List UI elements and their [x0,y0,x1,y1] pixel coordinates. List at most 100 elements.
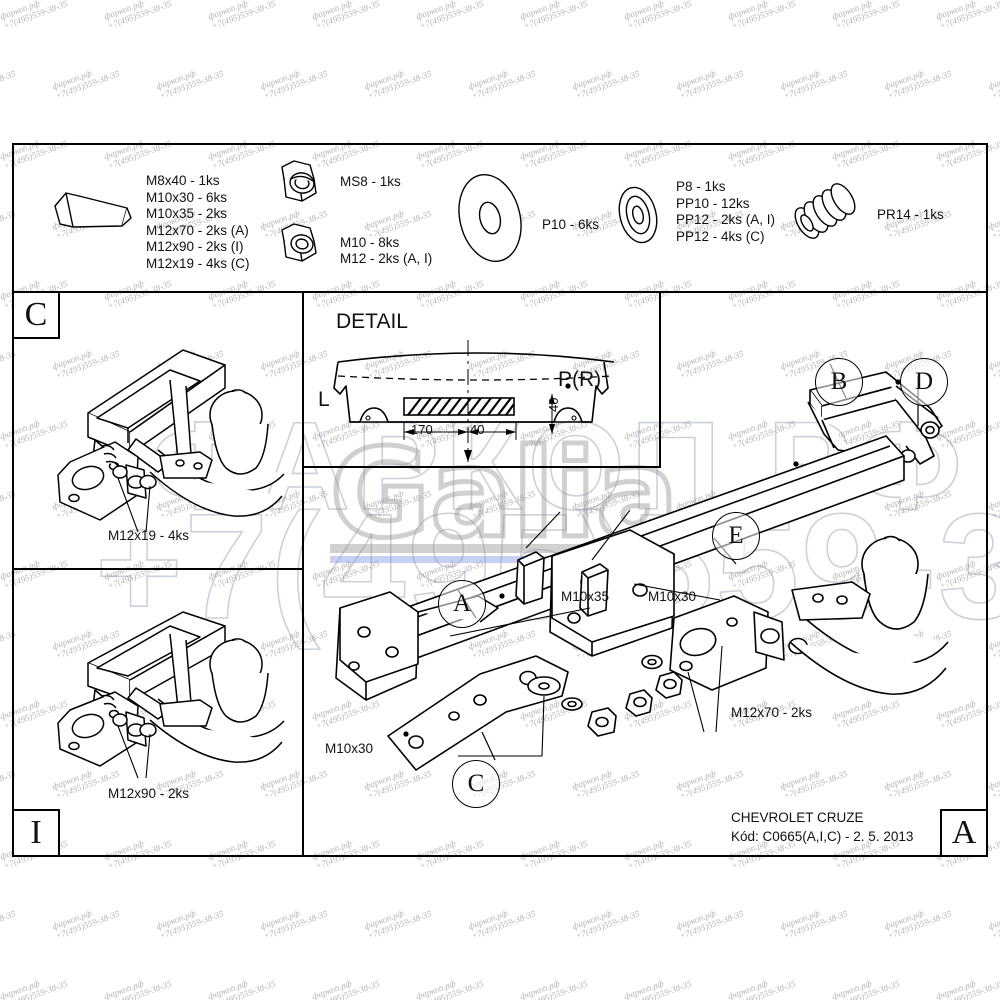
detail-dim-40-horizontal: 40 [470,422,485,437]
main-towbar-assembly-drawing [335,371,949,771]
watermark-tile: фаркоп.рф+7(495)559-38-35 [466,67,537,101]
bolt-line-5: M12x90 - 2ks (I) [146,239,244,254]
watermark-tile: фаркоп.рф+7(495)559-38-35 [986,207,1000,241]
drawing-frame [12,143,988,857]
washer-p10-label: P10 - 6ks [542,216,600,232]
watermark-tile: фаркоп.рф+7(495)559-38-35 [622,0,693,31]
vertical-divider [302,291,304,857]
hex-nut-icon [281,223,317,262]
watermark-tile: фаркоп.рф+7(495)559-38-35 [0,977,69,1000]
washer-pp12-c-label: PP12 - 4ks (C) [676,228,765,244]
callout-d: D [900,358,948,406]
detail-box-bottom-divider [302,466,661,468]
nut-m12-label: M12 - 2ks (A, I) [340,251,433,266]
watermark-tile: фаркоп.рф+7(495)559-38-35 [310,977,381,1000]
spring-pr14-label: PR14 - 1ks [877,206,944,222]
watermark-tile: фаркоп.рф+7(495)559-38-35 [206,977,277,1000]
watermark-tile: фаркоп.рф+7(495)559-38-35 [0,0,69,31]
watermark-tile: фаркоп.рф+7(495)559-38-35 [414,0,485,31]
watermark-tile: фаркоп.рф+7(495)559-38-35 [102,0,173,31]
watermark-tile: фаркоп.рф+7(495)559-38-35 [934,0,1000,31]
bolt-line-1: M8x40 - 1ks [146,173,220,188]
part-small-washer: P8 - 1ks PP10 - 12ks PP12 - 2ks (A, I) P… [612,179,775,250]
detail-bumper-drawing [333,340,615,462]
towbar-assembly-i-drawing [57,611,285,779]
watermark-tile: фаркоп.рф+7(495)559-38-35 [986,347,1000,381]
watermark-tile: фаркоп.рф+7(495)559-38-35 [986,767,1000,801]
large-washer-icon [458,173,522,263]
watermark-tile: фаркоп.рф+7(495)559-38-35 [50,67,121,101]
small-washer-icon [618,186,658,244]
watermark-tile: фаркоп.рф+7(495)559-38-35 [258,67,329,101]
watermark-tile: фаркоп.рф+7(495)559-38-35 [570,67,641,101]
watermark-tile: фаркоп.рф+7(495)559-38-35 [414,977,485,1000]
watermark-tile: фаркоп.рф+7(495)559-38-35 [778,907,849,941]
panel-letter-box-c: C [12,291,60,339]
part-nut-bottom: M10 - 8ks M12 - 2ks (A, I) [272,219,432,281]
code-date: Kód: C0665(A,I,C) - 2. 5. 2013 [731,829,914,844]
watermark-tile: фаркоп.рф+7(495)559-38-35 [882,67,953,101]
sheet-letter-box-a: A [940,809,988,857]
watermark-tile: фаркоп.рф+7(495)559-38-35 [0,68,17,101]
label-m12x19-4ks: M12x19 - 4ks [108,528,190,543]
part-spring: PR14 - 1ks [789,173,944,251]
watermark-tile: фаркоп.рф+7(495)559-38-35 [986,627,1000,661]
bolt-label-list: M8x40 - 1ks M10x30 - 6ks M10x35 - 2ks M1… [146,173,250,272]
panel-letter-box-i: I [12,809,60,857]
callout-b: B [815,358,863,406]
watermark-tile: фаркоп.рф+7(495)559-38-35 [154,907,225,941]
detail-label-right: P(R) [558,368,602,391]
label-m10x30-upper: M10x30 [648,589,697,604]
detail-box-right-divider [659,291,661,467]
washer-pp10-label: PP10 - 12ks [676,195,750,211]
watermark-tile: фаркоп.рф+7(495)559-38-35 [986,907,1000,941]
part-bolts: M8x40 - 1ks M10x30 - 6ks M10x35 - 2ks M1… [22,173,250,272]
callout-a: A [438,580,486,628]
watermark-tile: фаркоп.рф+7(495)559-38-35 [986,487,1000,521]
watermark-tile: фаркоп.рф+7(495)559-38-35 [258,907,329,941]
detail-label-left: L [318,388,330,411]
watermark-tile: фаркоп.рф+7(495)559-38-35 [310,0,381,31]
watermark-tile: фаркоп.рф+7(495)559-38-35 [466,907,537,941]
washer-pp12-ai-label: PP12 - 2ks (A, I) [676,212,776,227]
title-block: CHEVROLET CRUZE Kód: C0665(A,I,C) - 2. 5… [731,808,913,846]
parts-strip-divider [12,291,988,293]
bolt-line-6: M12x19 - 4ks (C) [146,255,250,271]
watermark-tile: фаркоп.рф+7(495)559-38-35 [50,907,121,941]
towbar-assembly-c-drawing [57,349,285,533]
watermark-tile: фаркоп.рф+7(495)559-38-35 [518,977,589,1000]
watermark-tile: фаркоп.рф+7(495)559-38-35 [726,977,797,1000]
callout-e: E [712,512,760,560]
coil-spring-icon [794,183,856,239]
watermark-tile: фаркоп.рф+7(495)559-38-35 [726,0,797,31]
watermark-tile: фаркоп.рф+7(495)559-38-35 [778,67,849,101]
watermark-tile: фаркоп.рф+7(495)559-38-35 [518,0,589,31]
part-large-washer: P10 - 6ks [444,170,599,266]
watermark-tile: фаркоп.рф+7(495)559-38-35 [986,67,1000,101]
vehicle-name: CHEVROLET CRUZE [731,810,864,825]
label-m10x35: M10x35 [561,589,610,604]
watermark-tile: фаркоп.рф+7(495)559-38-35 [674,907,745,941]
watermark-tile: фаркоп.рф+7(495)559-38-35 [154,67,225,101]
nut-label-list: M10 - 8ks M12 - 2ks (A, I) [340,235,432,268]
watermark-tile: фаркоп.рф+7(495)559-38-35 [830,0,901,31]
label-m12x90-2ks: M12x90 - 2ks [108,786,190,801]
watermark-tile: фаркоп.рф+7(495)559-38-35 [934,977,1000,1000]
watermark-tile: фаркоп.рф+7(495)559-38-35 [0,908,17,941]
parts-list-strip: M8x40 - 1ks M10x30 - 6ks M10x35 - 2ks M1… [14,145,986,289]
watermark-tile: фаркоп.рф+7(495)559-38-35 [830,977,901,1000]
watermark-tile: фаркоп.рф+7(495)559-38-35 [102,977,173,1000]
watermark-tile: фаркоп.рф+7(495)559-38-35 [882,907,953,941]
bolt-line-4: M12x70 - 2ks (A) [146,222,249,238]
left-column-divider [12,568,304,570]
watermark-tile: фаркоп.рф+7(495)559-38-35 [674,67,745,101]
small-washer-label-list: P8 - 1ks PP10 - 12ks PP12 - 2ks (A, I) P… [676,179,775,245]
bolt-line-3: M10x35 - 2ks [146,206,228,221]
watermark-tile: фаркоп.рф+7(495)559-38-35 [570,907,641,941]
hex-bolt-icon [54,191,132,228]
detail-dim-170: 170 [411,422,433,437]
watermark-tile: фаркоп.рф+7(495)559-38-35 [362,907,433,941]
washer-p8-label: P8 - 1ks [676,179,726,194]
watermark-tile: фаркоп.рф+7(495)559-38-35 [206,0,277,31]
